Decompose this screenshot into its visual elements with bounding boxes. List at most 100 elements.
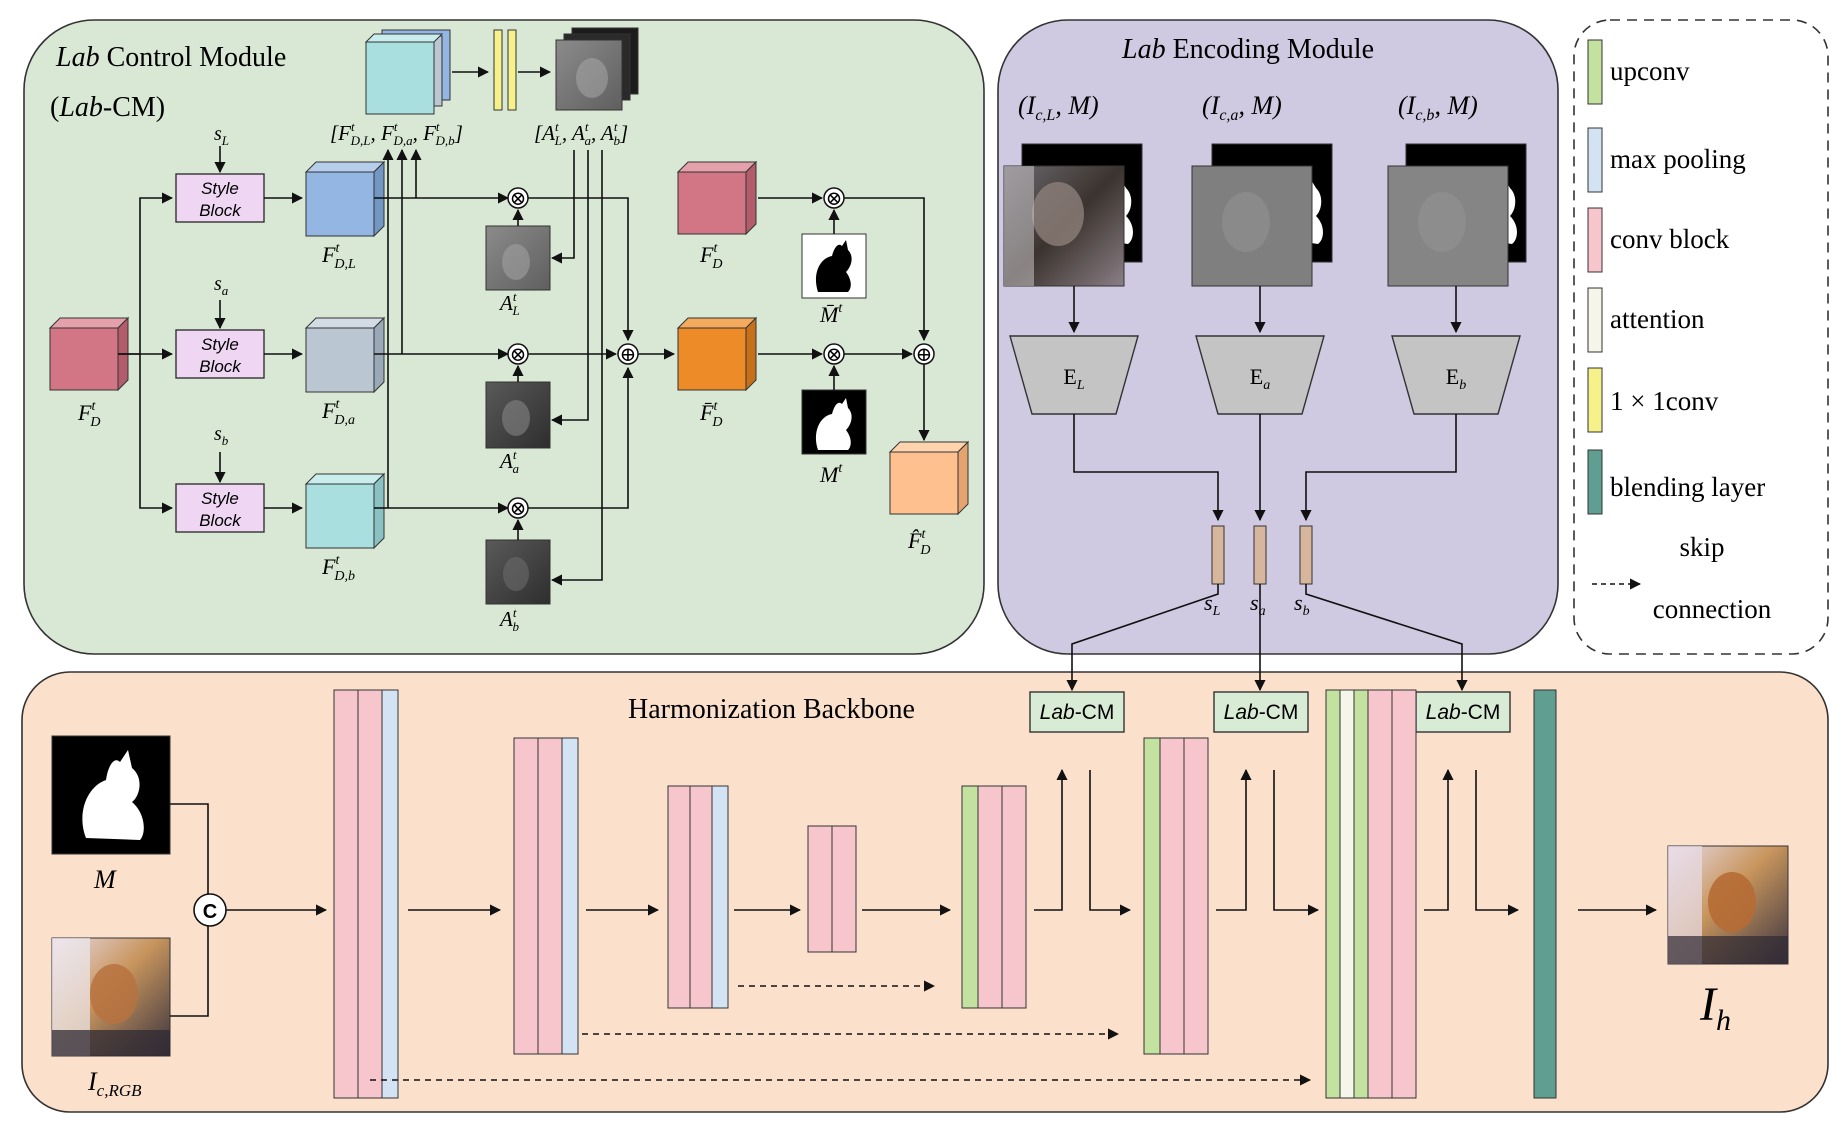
decoder-block-2 <box>1143 737 1209 1055</box>
attention-maps-stack <box>555 27 639 111</box>
legend-label-conv-block: conv block <box>1610 224 1730 254</box>
attention-map-b <box>485 539 551 605</box>
input-image-a <box>1191 143 1333 287</box>
style-vector-a <box>1253 525 1267 585</box>
legend-label-1x1-conv: 1 × 1conv <box>1610 386 1719 416</box>
output-feature-cube <box>888 440 970 516</box>
bottleneck-block <box>807 825 857 953</box>
input-feature-cube <box>48 316 130 392</box>
legend-swatch-1x1-conv <box>1587 367 1603 433</box>
mask-image <box>801 389 867 455</box>
blending-layer <box>1533 689 1557 1099</box>
encoder-a: Ea <box>1195 335 1325 415</box>
encoder-b: Eb <box>1391 335 1521 415</box>
svg-text:⊕: ⊕ <box>620 344 637 366</box>
fused-feature-cube <box>676 316 758 392</box>
svg-text:⊗: ⊗ <box>510 498 527 520</box>
backbone-title: Harmonization Backbone <box>628 694 915 725</box>
legend-swatch-upconv <box>1587 39 1603 105</box>
multiply-mask-bar: ⊗ <box>823 187 845 210</box>
inverse-mask-label: M̄t <box>819 301 843 327</box>
style-block-a: Style Block <box>175 329 265 379</box>
svg-text:Lab-CM: Lab-CM <box>1040 701 1115 724</box>
svg-text:Style: Style <box>201 489 239 508</box>
backbone-mask-label: M <box>93 865 117 894</box>
control-module-title: Lab Control Module <box>55 42 286 73</box>
backbone-composite-image <box>51 937 171 1057</box>
decoder-block-1 <box>961 785 1027 1009</box>
control-module-subtitle: (Lab-CM) <box>50 92 165 123</box>
concat-node: C <box>193 893 227 927</box>
style-block-b: Style Block <box>175 483 265 533</box>
one-by-one-conv-2 <box>507 29 517 111</box>
style-vector-b <box>1299 525 1313 585</box>
encoder-block-3 <box>667 785 729 1009</box>
backbone-mask-image <box>51 735 171 855</box>
legend-label-skip: skip <box>1679 532 1724 562</box>
multiply-mask: ⊗ <box>823 343 845 366</box>
concat-feature-cube <box>364 29 451 115</box>
encoder-input-L: (Ic,L, M) <box>1018 91 1099 124</box>
encoding-module-title: Lab Encoding Module <box>1121 34 1374 65</box>
encoder-input-a: (Ic,a, M) <box>1202 91 1282 124</box>
legend-label-blending-layer: blending layer <box>1610 472 1765 502</box>
svg-text:Style: Style <box>201 335 239 354</box>
encoder-L: EL <box>1009 335 1139 415</box>
legend-label-upconv: upconv <box>1610 56 1690 86</box>
inverse-mask-image <box>801 233 867 299</box>
svg-text:⊗: ⊗ <box>510 188 527 210</box>
svg-text:C: C <box>203 901 217 923</box>
svg-text:Lab-CM: Lab-CM <box>1426 701 1501 724</box>
svg-text:⊗: ⊗ <box>826 344 843 366</box>
add-node-1: ⊕ <box>617 343 639 366</box>
mask-label: Mt <box>819 461 843 487</box>
style-block-L: Style Block <box>175 173 265 223</box>
legend-panel <box>1573 19 1829 655</box>
encoder-block-1 <box>333 689 399 1099</box>
style-vector-L <box>1211 525 1225 585</box>
decoder-block-3 <box>1325 689 1417 1099</box>
input-image-b <box>1387 143 1527 287</box>
multiply-b: ⊗ <box>507 497 529 520</box>
encoder-block-2 <box>513 737 579 1055</box>
multiply-L: ⊗ <box>507 187 529 210</box>
svg-text:⊕: ⊕ <box>916 344 933 366</box>
svg-text:Block: Block <box>199 201 242 220</box>
attention-map-L <box>485 225 551 291</box>
harmonization-backbone-panel <box>21 671 1829 1113</box>
feature-cube-a <box>304 316 386 394</box>
feature-cube-b <box>304 472 386 550</box>
legend-label-connection: connection <box>1653 594 1772 624</box>
encoder-input-b: (Ic,b, M) <box>1398 91 1478 124</box>
legend-swatch-conv-block <box>1587 207 1603 273</box>
legend-label-attention: attention <box>1610 304 1705 334</box>
original-feature-cube <box>676 160 758 236</box>
legend-swatch-blending-layer <box>1587 449 1603 515</box>
svg-text:⊗: ⊗ <box>510 344 527 366</box>
svg-text:Lab-CM: Lab-CM <box>1224 701 1299 724</box>
lab-cm-box-2: Lab-CM <box>1213 691 1309 733</box>
multiply-a: ⊗ <box>507 343 529 366</box>
svg-text:Block: Block <box>199 357 242 376</box>
legend-swatch-attention <box>1587 287 1603 353</box>
legend-label-max-pooling: max pooling <box>1610 144 1746 174</box>
lab-cm-box-1: Lab-CM <box>1029 691 1125 733</box>
svg-text:⊗: ⊗ <box>826 188 843 210</box>
svg-text:Block: Block <box>199 511 242 530</box>
add-node-2: ⊕ <box>913 343 935 366</box>
feature-cube-L <box>304 160 386 238</box>
input-image-L <box>1003 143 1143 287</box>
harmonized-output-image <box>1667 845 1789 965</box>
one-by-one-conv-1 <box>493 29 503 111</box>
